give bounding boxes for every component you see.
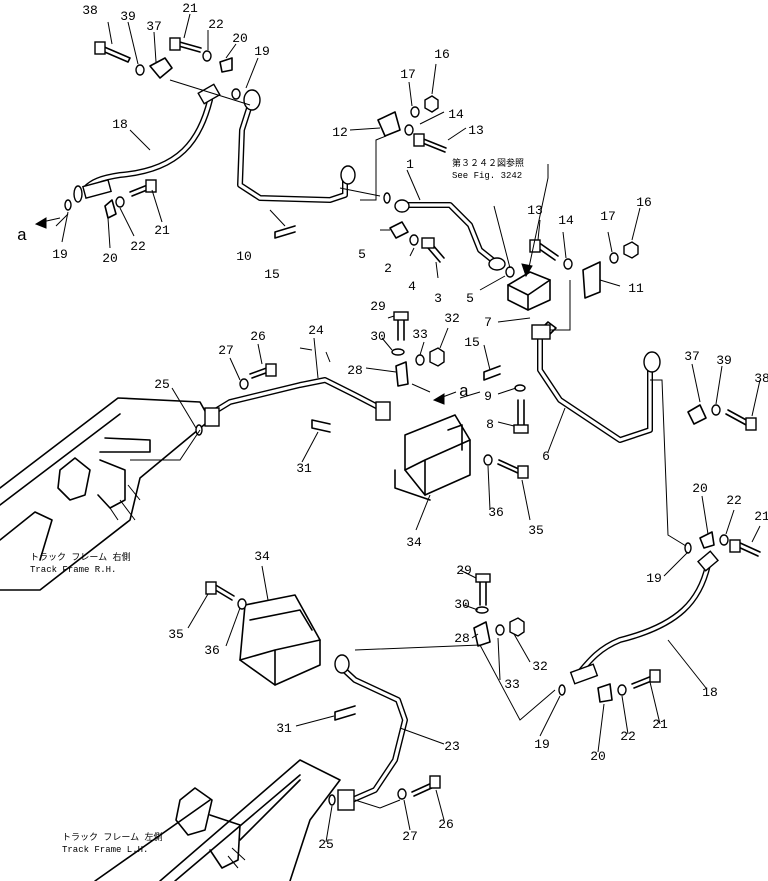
callout-14b: 14 [558,213,574,228]
callout-25a: 25 [154,377,170,392]
callout-22b: 22 [130,239,146,254]
callout-35a: 35 [528,523,544,538]
callout-36b: 36 [204,643,220,658]
callout-31a: 31 [296,461,312,476]
callout-22a: 22 [208,17,224,32]
callout-10: 10 [236,249,252,264]
tube-1 [394,199,506,271]
callout-39a: 39 [120,9,136,24]
callout-30a: 30 [370,329,386,344]
callout-17b: 17 [600,209,616,224]
callout-29a: 29 [370,299,386,314]
bracket-34-middle [394,414,471,501]
callout-25b: 25 [318,837,334,852]
callout-27b: 27 [402,829,418,844]
callout-30b: 30 [454,597,470,612]
callout-34a: 34 [406,535,422,550]
callout-19a: 19 [254,44,270,59]
callout-27a: 27 [218,343,234,358]
marker-a-mid: a [459,383,469,402]
callout-22d: 22 [620,729,636,744]
a-markers [34,217,533,405]
hose-18-upper [73,83,221,203]
callout-38a: 38 [82,3,98,18]
callout-1: 1 [406,157,414,172]
callout-29b: 29 [456,563,472,578]
callout-8: 8 [486,417,494,432]
callout-32b: 32 [532,659,548,674]
callout-7: 7 [484,315,492,330]
callout-4: 4 [408,279,416,294]
callout-21d: 21 [652,717,668,732]
callout-15a: 15 [264,267,280,282]
callout-14a: 14 [448,107,464,122]
callout-16a: 16 [434,47,450,62]
callout-6: 6 [542,449,550,464]
callout-17a: 17 [400,67,416,82]
callout-26b: 26 [438,817,454,832]
callout-2: 2 [384,261,392,276]
callout-19b: 19 [52,247,68,262]
callout-36a: 36 [488,505,504,520]
see-fig-en: See Fig. 3242 [452,171,522,181]
see-fig-jp: 第３２４２図参照 [452,157,524,169]
track-frame-lh-jp: トラック フレーム 左側 [62,831,163,843]
callout-33b: 33 [504,677,520,692]
callout-22c: 22 [726,493,742,508]
tube-24 [204,377,391,427]
hardware [64,37,761,806]
marker-a-left: a [17,227,27,246]
tube-10 [237,89,356,203]
callout-3: 3 [434,291,442,306]
callout-11: 11 [628,281,644,296]
callout-24: 24 [308,323,324,338]
track-frame-rh-en: Track Frame R.H. [30,565,116,575]
leaders [55,13,761,843]
callout-39b: 39 [716,353,732,368]
callout-35b: 35 [168,627,184,642]
callout-20a: 20 [232,31,248,46]
callout-18a: 18 [112,117,128,132]
callout-34b: 34 [254,549,270,564]
track-frame-rh-jp: トラック フレーム 右側 [30,551,131,563]
track-frame-lh [94,759,341,881]
callout-12: 12 [332,125,348,140]
callout-32a: 32 [444,311,460,326]
callout-37b: 37 [684,349,700,364]
callout-21b: 21 [154,223,170,238]
callout-13a: 13 [468,123,484,138]
callout-38b: 38 [754,371,768,386]
callout-19c: 19 [646,571,662,586]
callout-21a: 21 [182,1,198,16]
callout-20d: 20 [590,749,606,764]
bracket-34-lower [239,594,321,686]
callout-13b: 13 [527,203,543,218]
track-frame-rh [0,397,211,591]
track-frame-lh-en: Track Frame L.H. [62,845,148,855]
callout-5a: 5 [358,247,366,262]
callout-21c: 21 [754,509,768,524]
callout-31b: 31 [276,721,292,736]
callout-28a: 28 [347,363,363,378]
callout-15b: 15 [464,335,480,350]
hose-18-lower [569,550,719,685]
callout-5b: 5 [466,291,474,306]
callout-33a: 33 [412,327,428,342]
callout-19d: 19 [534,737,550,752]
callout-28b: 28 [454,631,470,646]
callout-26a: 26 [250,329,266,344]
callout-20b: 20 [102,251,118,266]
callout-9: 9 [484,389,492,404]
callout-23: 23 [444,739,460,754]
callout-37a: 37 [146,19,162,34]
block-7-and-bracket-11 [507,261,601,337]
callout-16b: 16 [636,195,652,210]
callout-18b: 18 [702,685,718,700]
tube-6 [531,324,661,443]
tube-23 [334,654,408,811]
callout-20c: 20 [692,481,708,496]
